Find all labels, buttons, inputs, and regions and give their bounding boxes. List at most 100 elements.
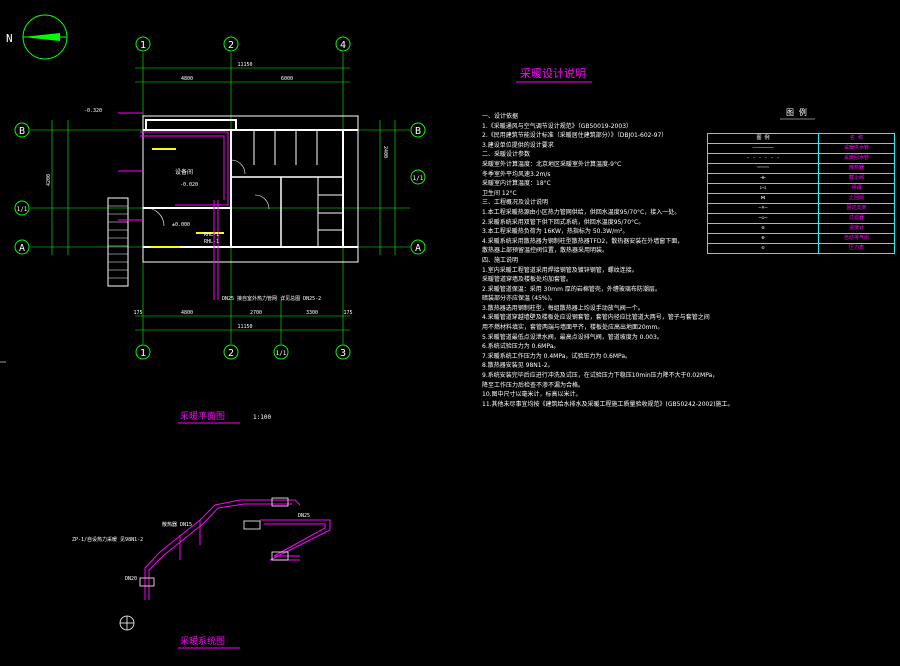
note-line: 3.本工程采暖热负荷为 16KW，热指标为 50.3W/m²。 bbox=[482, 228, 629, 236]
axis-label-right-2: 1/1 bbox=[413, 175, 424, 182]
axis-bubbles-top: 1 2 4 bbox=[135, 36, 351, 52]
dim-bottom-4: 3300 bbox=[306, 310, 318, 316]
system-label-top: DN25 bbox=[298, 513, 310, 519]
legend-row: ▷◁ 闸阀 bbox=[708, 183, 894, 193]
note-line: 9.系统安装完毕后应进行冲洗及试压，在试验压力下稳压10min压力降不大于0.0… bbox=[482, 372, 719, 380]
note-line: 2.采暖系统采用双管下供下回式系统，供回水温度95/70°C。 bbox=[482, 218, 645, 226]
axis-label-right-1: B bbox=[415, 126, 421, 137]
note-line: 四、施工说明 bbox=[482, 256, 519, 264]
axis-bubbles-left: B 1/1 A bbox=[14, 122, 30, 255]
north-label: N bbox=[6, 32, 13, 45]
system-label-low: DN20 bbox=[125, 576, 137, 582]
legend-row: - - - - - -采暖回水管 bbox=[708, 153, 894, 163]
note-line: 4.采暖管道穿越墙壁及楼板处应设钢套管，套管内径应比管道大两号，管子与套管之间 bbox=[482, 314, 710, 322]
legend-symbol: ⊕ bbox=[761, 235, 765, 241]
notes-title: 采暖设计说明 bbox=[520, 66, 586, 80]
legend-row: ⊣⊢ 截止阀 bbox=[708, 173, 894, 183]
note-line: 卫生间 12°C bbox=[482, 189, 517, 197]
note-line: 1.本工程采暖热源由小区热力管网供给，供回水温度95/70°C，接入一处。 bbox=[482, 208, 681, 216]
legend-row: ——————— 采暖供水管 bbox=[708, 143, 894, 153]
system-radiators bbox=[139, 497, 289, 587]
note-line: 采暖管道穿墙及楼板处均加套管。 bbox=[482, 276, 573, 284]
level-label-2: -0.020 bbox=[180, 182, 198, 188]
dim-right-total: 2400 bbox=[382, 146, 388, 158]
legend-name: 名 称 bbox=[849, 135, 863, 141]
note-line: 冬季室外平均风速3.2m/s bbox=[482, 170, 551, 178]
plan-note-bottom: DN25 接自室外热力管网 详见总图 DN25-2 bbox=[222, 295, 321, 302]
note-line: 2.《民用建筑节能设计标准（采暖居住建筑部分）》（DBJ01-602-97） bbox=[482, 132, 668, 140]
legend-symbol: —◇— bbox=[758, 215, 768, 221]
note-line: 三、工程概况及设计说明 bbox=[482, 199, 549, 207]
axis-label-left-1: B bbox=[19, 126, 25, 137]
legend-table: 图 例 名 称 ——————— 采暖供水管 - - - - - -采暖回水管~~~~散热… bbox=[707, 133, 895, 254]
note-line: 采暖室外计算温度：北京地区采暖室外计算温度-9°C bbox=[482, 160, 622, 168]
legend-name: 截止阀 bbox=[848, 175, 864, 181]
dims-top bbox=[135, 67, 350, 83]
legend-row: 图 例名 称 bbox=[708, 134, 894, 143]
dim-top-2: 6000 bbox=[281, 76, 293, 82]
axis-label-left-2: 1/1 bbox=[17, 206, 28, 213]
legend-symbol: ⊣⊢ bbox=[759, 175, 767, 181]
legend-symbol: —×— bbox=[758, 205, 768, 211]
note-line: 用不燃材料填实，套管两端与墙面平齐，楼板处应高出地面20mm。 bbox=[482, 324, 664, 332]
legend-symbol: ⋈ bbox=[760, 195, 766, 201]
axis-label-top-1: 1 bbox=[140, 40, 146, 51]
note-line: 10.图中尺寸以毫米计，标高以米计。 bbox=[482, 391, 582, 399]
note-line: 1.室内采暖工程管道采用焊接钢管及镀锌钢管，螺纹连接。 bbox=[482, 266, 638, 274]
legend-name: 采暖回水管 bbox=[843, 155, 869, 161]
legend-name: 散热器 bbox=[848, 165, 864, 171]
legend-row: ⊙压力表 bbox=[708, 243, 894, 253]
dim-top-total: 11150 bbox=[237, 62, 252, 68]
legend-name: 过滤器 bbox=[848, 215, 864, 221]
riser-label-1: RHL-1 bbox=[204, 232, 219, 238]
note-line: 2.采暖管道保温：采用 30mm 厚的岩棉管壳，外缠玻璃布防潮层。 bbox=[482, 285, 661, 293]
dim-left-total: 4200 bbox=[46, 174, 52, 186]
note-line: 3.建设单位提供的设计要求 bbox=[482, 141, 554, 149]
axis-bubbles-right: B 1/1 A bbox=[410, 122, 426, 255]
note-line: 8.散热器安装见 98N1-2。 bbox=[482, 362, 554, 370]
legend-name: 采暖供水管 bbox=[843, 145, 869, 151]
dims-bottom bbox=[135, 315, 350, 331]
axis-label-top-2: 2 bbox=[228, 40, 234, 51]
level-label-3: ±0.000 bbox=[172, 222, 190, 228]
note-line: 7.采暖系统工作压力为 0.4MPa，试验压力为 0.6MPa。 bbox=[482, 352, 632, 360]
legend-symbol: ▷◁ bbox=[759, 185, 767, 191]
north-arrow: N bbox=[6, 14, 68, 60]
axis-label-bottom-1: 1 bbox=[140, 348, 146, 359]
axis-bubbles-bottom: 1 2 1/1 3 bbox=[135, 344, 351, 360]
system-label-mid: 散热器 DN15 bbox=[162, 521, 192, 528]
legend-symbol: ——————— bbox=[752, 145, 774, 151]
legend-name: 闸阀 bbox=[851, 185, 862, 191]
note-line: 4.采暖系统采用散热器为钢制柱型散热器TFD2，散热器安装在外墙窗下面， bbox=[482, 237, 684, 245]
riser-label-2: RHL-1 bbox=[204, 239, 219, 245]
note-line: 一、设计依据 bbox=[482, 113, 519, 120]
note-line: 二、采暖设计参数 bbox=[482, 151, 531, 159]
building-outline bbox=[107, 115, 359, 287]
note-line: 散热器上部预留温控阀位置，散热器采用明装。 bbox=[482, 247, 609, 255]
legend-name: 压力表 bbox=[848, 245, 864, 251]
dim-bottom-1: 175 bbox=[133, 310, 142, 316]
legend-symbol: ⊖ bbox=[761, 225, 765, 231]
dim-bottom-2: 4800 bbox=[181, 310, 193, 316]
note-line: 采暖室内计算温度：18°C bbox=[482, 180, 551, 188]
plan-title: 采暖平面图 bbox=[180, 410, 225, 422]
legend-symbol: 图 例 bbox=[756, 135, 770, 141]
axis-label-bottom-3: 1/1 bbox=[276, 350, 287, 357]
note-line: 1.《采暖通风与空气调节设计规范》（GB50019-2003） bbox=[482, 122, 633, 130]
legend-name: 温度计 bbox=[848, 225, 864, 231]
room-label-equip: 设备间 bbox=[175, 168, 193, 176]
legend-row: —×—固定支架 bbox=[708, 203, 894, 213]
legend-title: 图 例 bbox=[786, 107, 807, 117]
design-notes: 一、设计依据 1.《采暖通风与空气调节设计规范》（GB50019-2003） 2… bbox=[482, 112, 742, 409]
legend-name: 止回阀 bbox=[848, 195, 864, 201]
dim-bottom-5: 175 bbox=[343, 310, 352, 316]
legend-name: 自动排气阀 bbox=[843, 235, 869, 241]
axis-label-top-3: 4 bbox=[340, 40, 346, 51]
dims-sides bbox=[51, 120, 396, 255]
legend-row: ~~~~散热器 bbox=[708, 163, 894, 173]
note-line: 6.系统试验压力为 0.6MPa。 bbox=[482, 343, 560, 351]
note-line: 3.散热器选用钢制柱型，每组散热器上均设手动放气阀一个。 bbox=[482, 304, 644, 312]
note-line: 11.其他未尽事宜均按《建筑给水排水及采暖工程施工质量验收规范》(GB50242… bbox=[482, 400, 734, 408]
system-title: 采暖系统图 bbox=[180, 635, 225, 647]
